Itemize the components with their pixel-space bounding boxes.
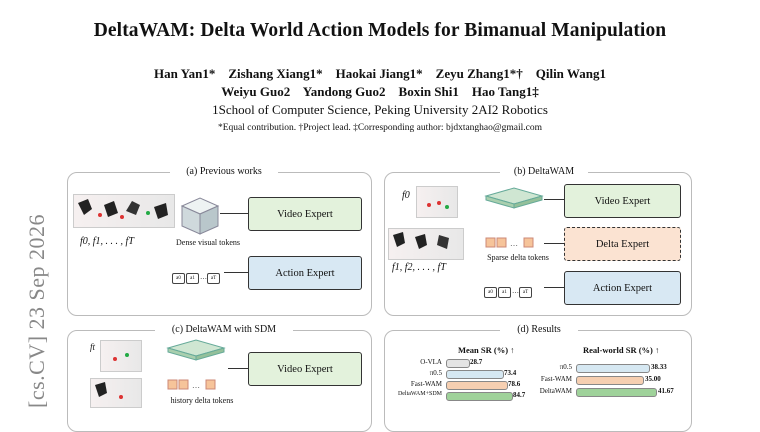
video-expert-box: Video Expert [564,184,681,218]
bar-fast-wam [446,381,508,390]
robot-frame-sketch [427,201,449,209]
history-frames-image [90,378,142,408]
action-token: a0 [172,273,185,284]
author: Weiyu Guo2 [221,84,291,99]
arrow-line [544,243,564,244]
bar-value: 28.7 [470,358,483,366]
author: Boxin Shi1 [398,84,459,99]
footnote: *Equal contribution. †Project lead. ‡Cor… [217,123,543,133]
bar-label: Fast-WAM [540,375,572,383]
authors-line-2: Weiyu Guo2 Yandong Guo2 Boxin Shi1 Hao T… [0,84,760,100]
panel-b-title: (b) DeltaWAM [500,166,588,177]
arrow-line [224,272,248,273]
arrow-line [220,213,248,214]
bar-value: 41.67 [658,387,674,395]
delta-cubes-icon: … [167,379,216,390]
arxiv-stamp: [cs.CV] 23 Sep 2026 [20,210,50,410]
action-expert-box: Action Expert [248,256,362,290]
action-token: a1 [186,273,199,284]
ft-frame-image [100,340,142,372]
history-delta-tokens: … [166,378,228,397]
action-token: aT [207,273,220,284]
bar-label: Fast-WAM [410,380,442,388]
panel-a-title: (a) Previous works [170,166,278,177]
author: Hao Tang1‡ [471,84,539,99]
robot-frame-sketch [113,353,129,361]
action-token: aT [519,287,532,298]
dense-tokens-cube [178,196,220,241]
robot-frames-sketch [393,232,449,249]
bar-value: 84.7 [513,391,526,399]
sparse-delta-tokens: … [484,236,546,255]
svg-text:…: … [192,381,200,390]
mean-sr-header: Mean SR (%) ↑ [458,345,515,355]
bar-label: DeltaWAM [539,387,572,395]
svg-text:…: … [510,239,518,248]
robot-frames-sketch [78,199,168,219]
arrow-line [228,368,248,369]
history-delta-label: history delta tokens [170,396,234,405]
real-sr-header: Real-world SR (%) ↑ [583,345,660,355]
video-expert-box: Video Expert [248,352,362,386]
panel-d-title: (d) Results [500,324,578,335]
panel-c-title: (c) DeltaWAM with SDM [155,324,293,335]
action-token: a0 [484,287,497,298]
token-slab [484,186,544,215]
sparse-delta-label: Sparse delta tokens [487,253,549,262]
author: Zeyu Zhang1*† [435,66,523,81]
video-frames-image [73,194,175,228]
bar-label: O-VLA [420,358,442,366]
slab-icon [484,187,544,209]
bar-value: 78.6 [508,380,521,388]
affiliations: 1School of Computer Science, Peking Univ… [212,102,548,117]
bar-real-pi05 [576,364,650,373]
bar-value: 73.4 [504,369,517,377]
bar-label: π0.5 [429,369,442,377]
arrow-line [544,287,564,288]
author: Haokai Jiang1* [335,66,423,81]
bar-o-vla [446,359,470,368]
author: Zishang Xiang1* [228,66,323,81]
bar-label: π0.5 [559,363,572,371]
action-expert-box: Action Expert [564,271,681,305]
arxiv-stamp-text: [cs.CV] 23 Sep 2026 [24,213,49,408]
delta-expert-box: Delta Expert [564,227,681,261]
author: Qilin Wang1 [535,66,606,81]
action-token: a1 [498,287,511,298]
frames-label: f0, f1, . . . , fT [80,236,134,247]
slab-icon [166,339,226,361]
bar-value: 35.00 [645,375,661,383]
robot-frames-sketch [95,382,123,399]
author: Yandong Guo2 [302,84,386,99]
f0-label: f0 [402,190,410,201]
arrow-line [544,199,564,200]
paper-title: DeltaWAM: Delta World Action Models for … [93,20,667,41]
bar-real-fast-wam [576,376,644,385]
delta-cubes-icon: … [485,237,534,248]
video-expert-box: Video Expert [248,197,362,231]
ft-label: ft [90,342,96,352]
bar-pi05 [446,370,504,379]
token-slab [166,338,226,367]
frames-label: f1, f2, . . . , fT [392,262,446,273]
frames-image [388,228,464,260]
f0-frame-image [416,186,458,218]
cube-icon [180,197,220,235]
bar-deltawam-sdm [446,392,513,401]
authors-line-1: Han Yan1* Zishang Xiang1* Haokai Jiang1*… [0,66,760,82]
bar-real-deltawam [576,388,657,397]
bar-value: 38.33 [651,363,667,371]
author: Han Yan1* [154,66,216,81]
bar-label: DeltaWAM+SDM [397,391,442,397]
dense-tokens-label: Dense visual tokens [176,238,240,247]
